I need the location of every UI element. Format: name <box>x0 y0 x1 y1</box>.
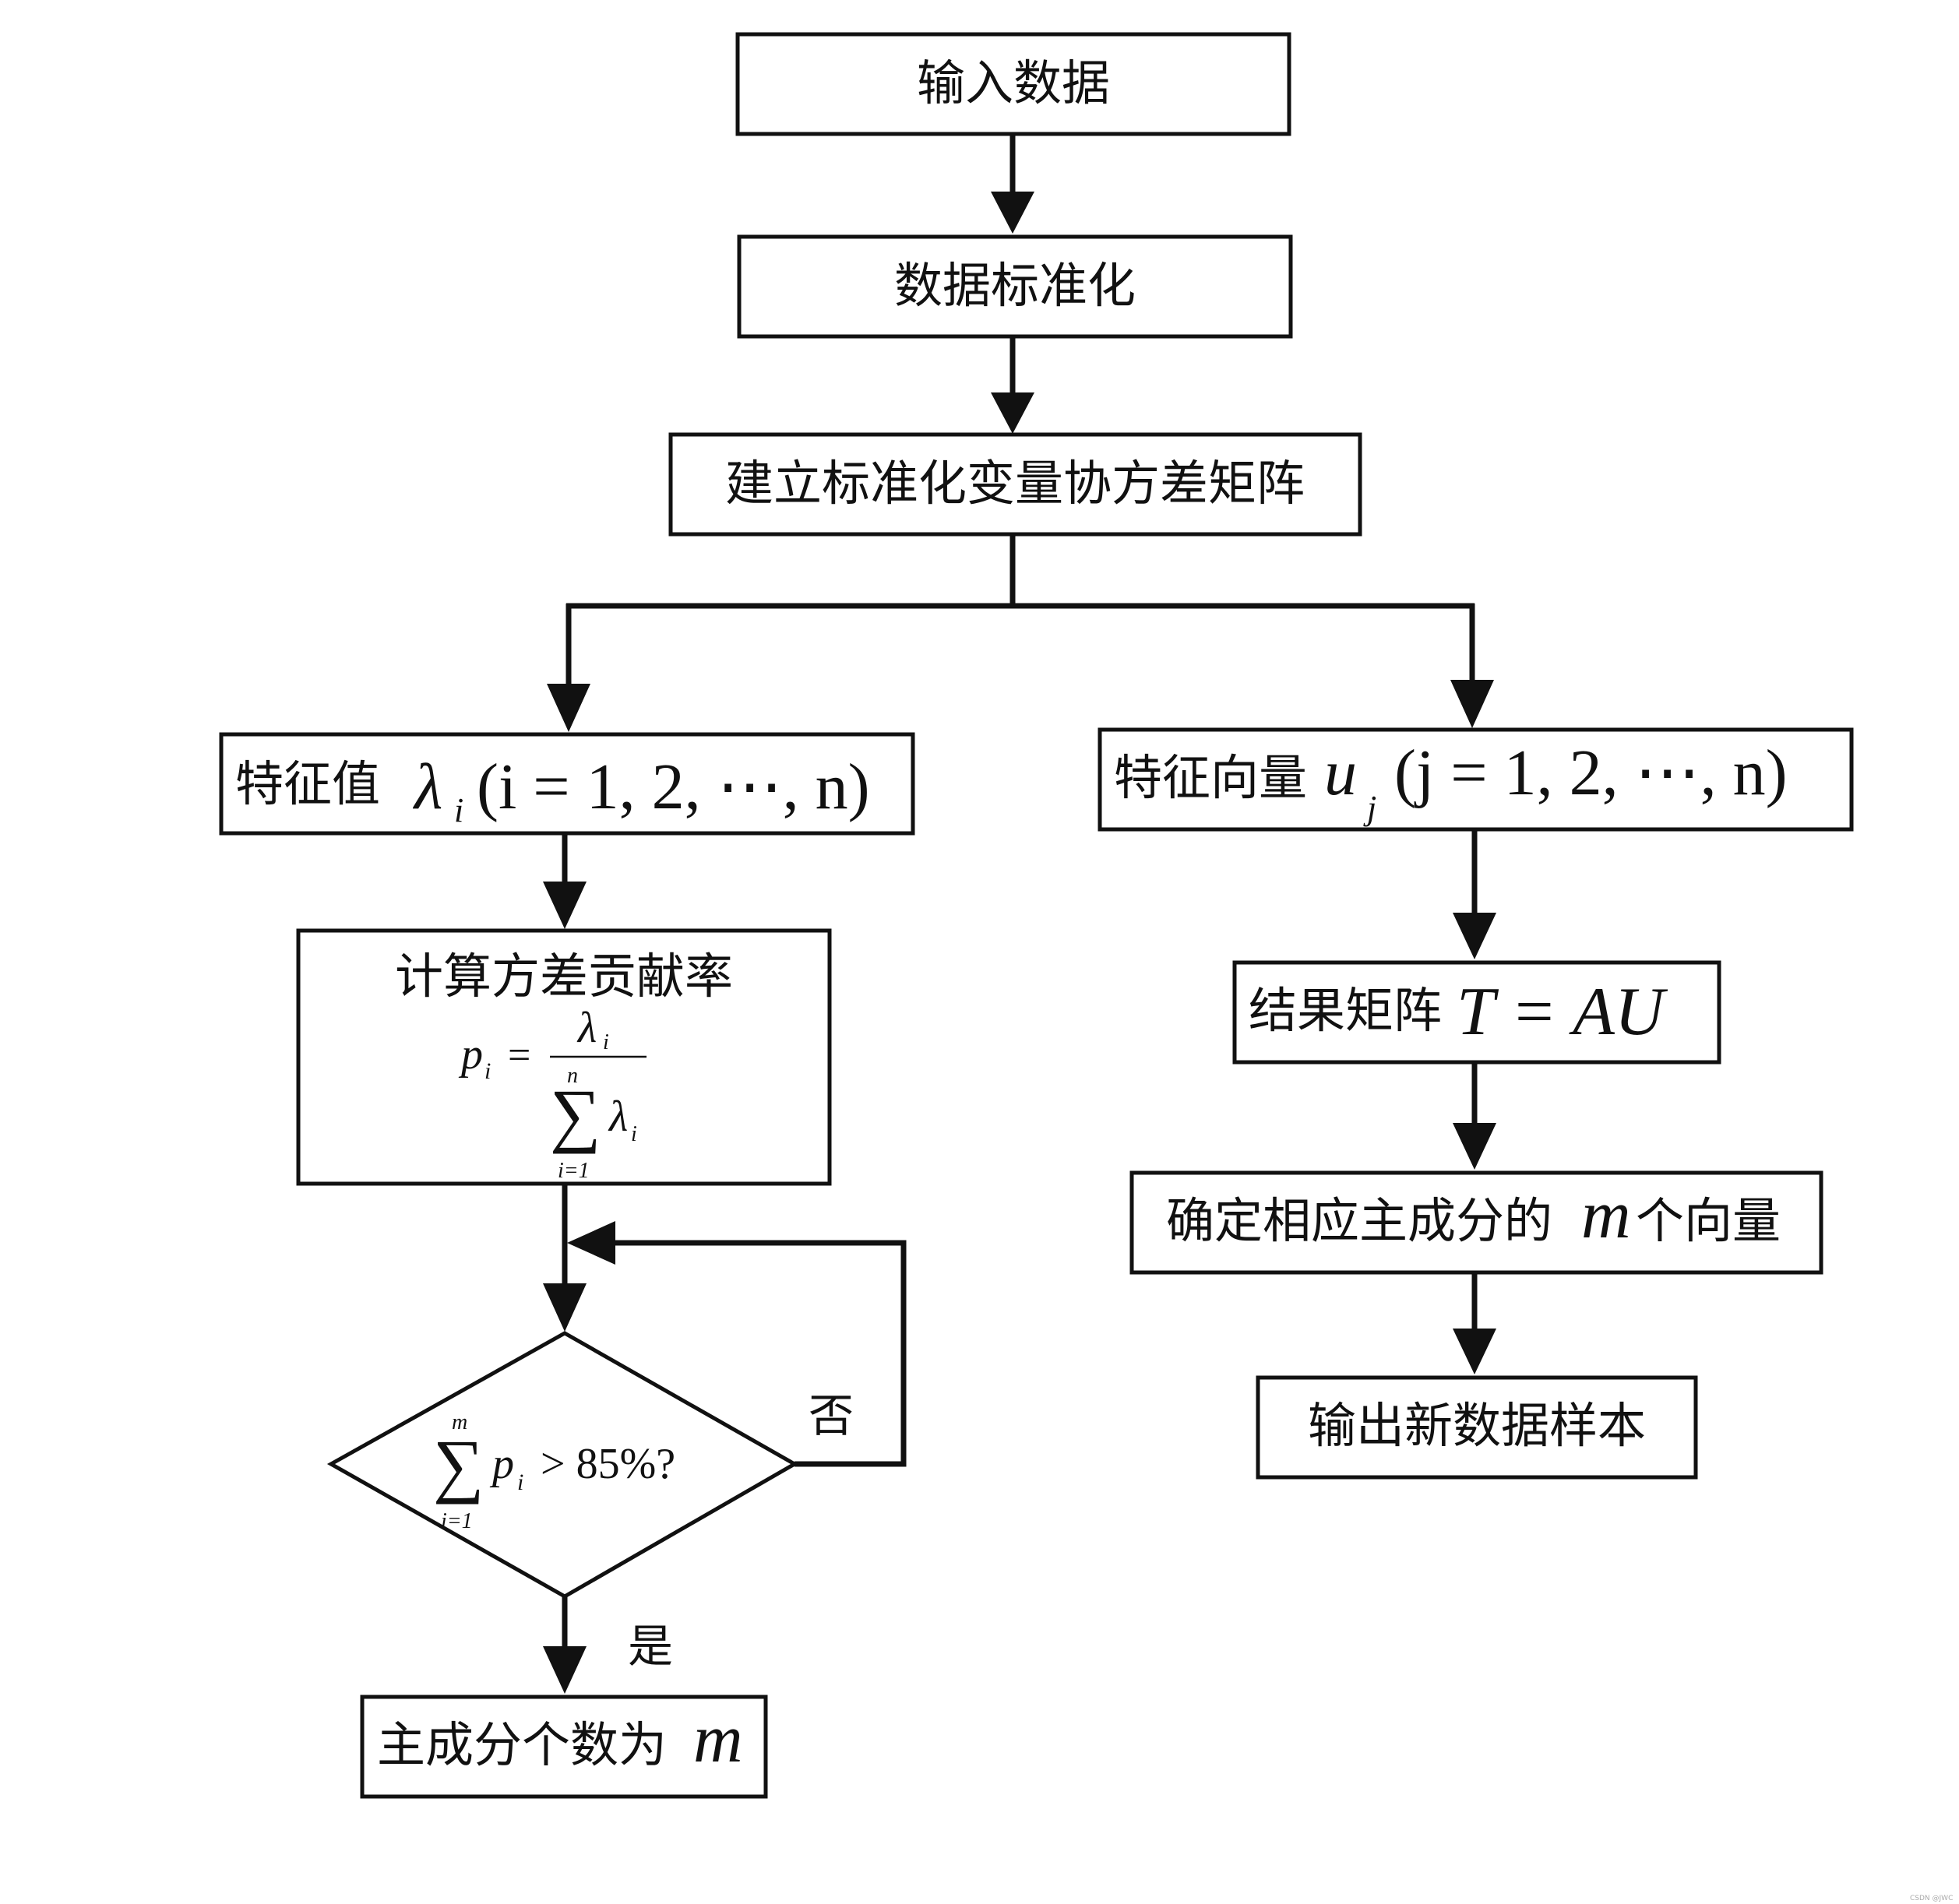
node-eigenvector-box <box>1098 727 1854 832</box>
decision-term-sub: i <box>517 1469 523 1495</box>
arrow-head <box>547 684 590 732</box>
node-result-formula: T = AU <box>1457 974 1668 1050</box>
node-output: 输出新数据样本 <box>1256 1375 1698 1480</box>
eigenvector-range: (j = 1, 2, ⋯, n) <box>1394 737 1788 809</box>
formula-denominator: λ <box>608 1093 628 1141</box>
sum-lower: i=1 <box>558 1159 590 1183</box>
formula-lhs: p <box>458 1030 483 1079</box>
node-input-label: 输入数据 <box>917 55 1110 111</box>
node-result-box <box>1232 960 1721 1065</box>
node-variance: 计算方差贡献率 p i = λ i n ∑ i=1 λ i <box>296 928 832 1186</box>
edge-label-yes: 是 <box>628 1620 673 1673</box>
node-input-box <box>735 32 1291 136</box>
node-decision-diamond <box>326 1331 799 1599</box>
node-determine-var: m <box>1581 1177 1631 1253</box>
node-standardize: 数据标准化 <box>737 234 1293 339</box>
decision-sum-lower: i=1 <box>441 1509 473 1533</box>
sum-sigma-icon: ∑ <box>550 1075 601 1154</box>
edge-label-no: 否 <box>809 1389 854 1442</box>
node-determine-label-post: 个向量 <box>1636 1192 1781 1249</box>
arrow-head <box>1450 680 1494 728</box>
arrow-head <box>543 1283 587 1332</box>
formula-numerator-sub: i <box>603 1030 609 1054</box>
formula-eq: = <box>508 1033 530 1078</box>
node-variance-box <box>296 928 832 1186</box>
node-eigenvalue-label: 特征值 <box>235 755 380 812</box>
node-covariance-label: 建立标准化变量协方差矩阵 <box>725 455 1305 512</box>
decision-sum-upper: m <box>452 1410 467 1434</box>
connectors <box>543 134 1496 1694</box>
eigenvector-subscript: j <box>1363 789 1376 827</box>
arrow-head <box>543 882 587 929</box>
arrow-head <box>991 192 1034 234</box>
eigenvalue-range: (i = 1, 2, ⋯, n) <box>477 751 870 823</box>
eigenvector-symbol: u <box>1324 737 1357 809</box>
node-eigenvector-label: 特征向量 <box>1114 749 1307 806</box>
node-determine: 确定相应主成分的 m 个向量 <box>1129 1170 1823 1275</box>
node-result-matrix: 结果矩阵 T = AU <box>1232 960 1721 1065</box>
arrow-head <box>1453 1123 1496 1170</box>
node-covariance-box <box>668 432 1362 537</box>
variance-formula: p i = λ i n ∑ i=1 λ i <box>458 1004 647 1183</box>
node-input: 输入数据 <box>735 32 1291 136</box>
node-count-var: m <box>693 1702 743 1777</box>
node-output-label: 输出新数据样本 <box>1308 1397 1646 1454</box>
node-determine-box <box>1129 1170 1823 1275</box>
node-eigenvalue-box <box>219 732 915 836</box>
watermark: CSDN @JWC <box>1910 1895 1953 1902</box>
formula-denominator-sub: i <box>631 1122 637 1146</box>
node-eigenvalue: 特征值 λ i (i = 1, 2, ⋯, n) <box>219 732 915 836</box>
node-decision: m ∑ i=1 p i > 85%? <box>326 1331 799 1599</box>
node-count: 主成分个数为 m <box>360 1695 768 1799</box>
node-output-box <box>1256 1375 1698 1480</box>
edge-loop-back <box>615 1240 907 1467</box>
node-determine-label-pre: 确定相应主成分的 <box>1166 1192 1552 1249</box>
arrow-head <box>567 1221 615 1265</box>
node-variance-label: 计算方差贡献率 <box>395 948 733 1005</box>
node-standardize-label: 数据标准化 <box>894 257 1136 314</box>
arrow-head <box>1453 913 1496 959</box>
eigenvalue-symbol: λ <box>412 751 442 823</box>
node-eigenvector: 特征向量 u j (j = 1, 2, ⋯, n) <box>1098 727 1854 832</box>
node-covariance: 建立标准化变量协方差矩阵 <box>668 432 1362 537</box>
sum-upper: n <box>567 1064 578 1088</box>
arrow-head <box>991 392 1034 434</box>
node-result-label: 结果矩阵 <box>1249 982 1442 1039</box>
arrow-head <box>543 1646 587 1694</box>
formula-lhs-sub: i <box>484 1058 491 1084</box>
node-count-box <box>360 1695 768 1799</box>
eigenvalue-subscript: i <box>454 791 463 829</box>
arrow-head <box>1453 1329 1496 1374</box>
decision-condition: > 85%? <box>541 1440 675 1488</box>
decision-sigma-icon: ∑ <box>433 1425 484 1505</box>
node-standardize-box <box>737 234 1293 339</box>
formula-numerator: λ <box>576 1004 597 1052</box>
decision-term: p <box>489 1440 514 1488</box>
node-count-label: 主成分个数为 <box>377 1716 667 1773</box>
